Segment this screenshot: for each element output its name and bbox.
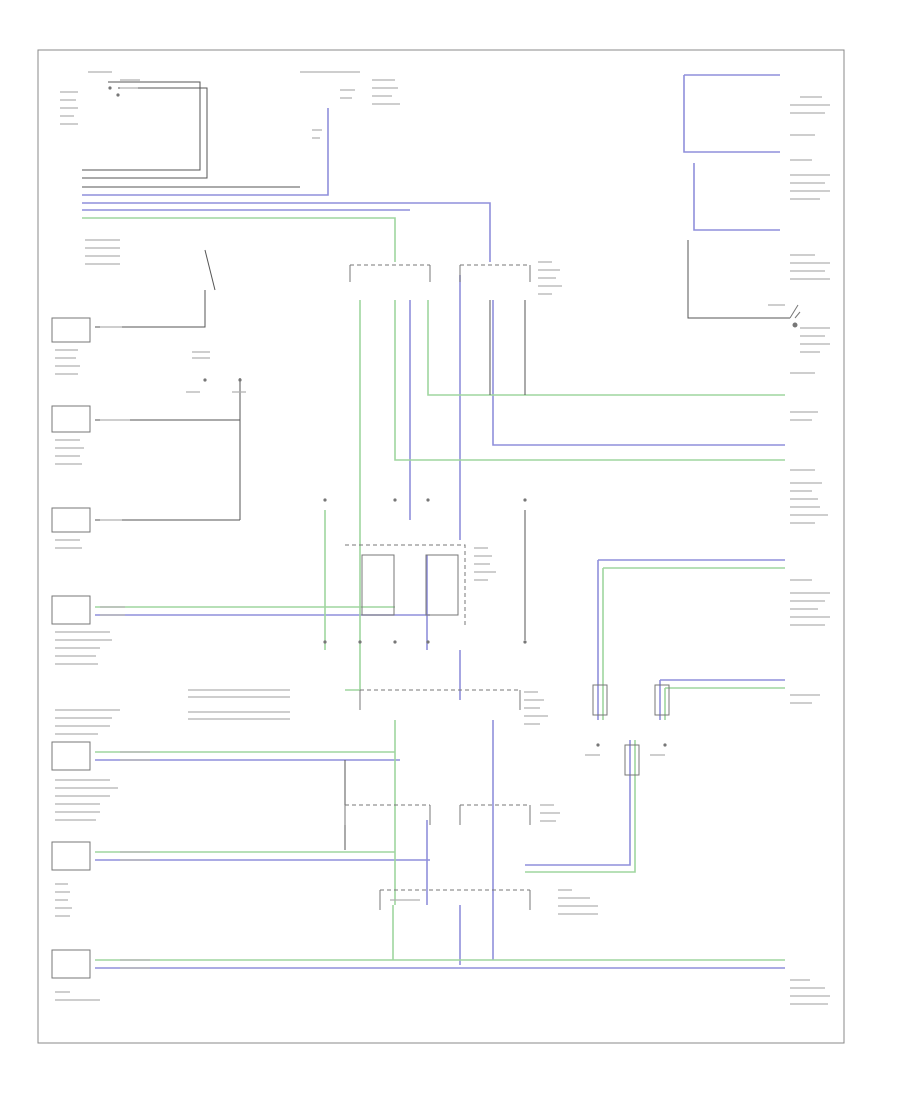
- component-box-7: [51, 949, 91, 979]
- pin-markers: [108, 86, 667, 747]
- label-marks: [55, 71, 830, 1005]
- component-box-3: [51, 507, 91, 533]
- right-components: [789, 304, 801, 328]
- component-box-1: [51, 317, 91, 343]
- connectors: [344, 264, 670, 910]
- component-box-2: [51, 405, 91, 433]
- component-box-6: [51, 841, 91, 871]
- green-wires: [82, 217, 785, 961]
- component-box-5: [51, 741, 91, 771]
- black-wires: [82, 81, 790, 850]
- blue-wires: [82, 74, 785, 969]
- left-components: [51, 317, 91, 979]
- component-box-4: [51, 595, 91, 625]
- diagram-frame: [37, 49, 845, 1044]
